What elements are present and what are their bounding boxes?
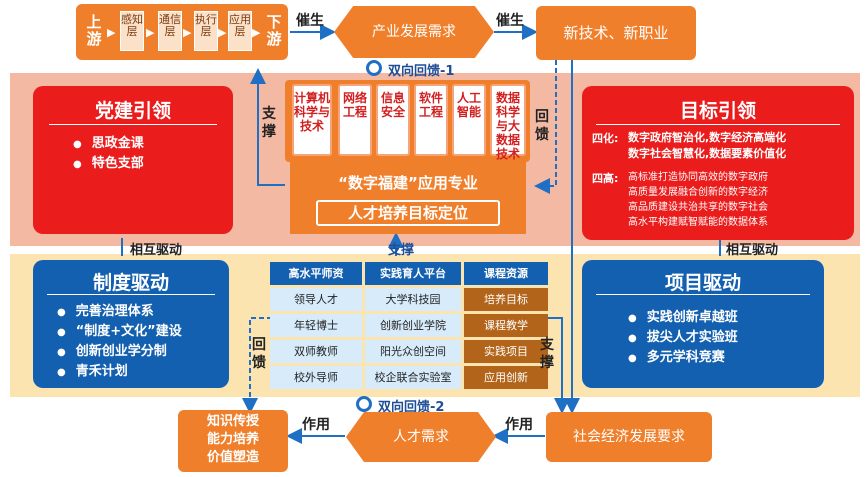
table-cell: 大学科技园 [365, 288, 461, 311]
upstream-label: 上游 [86, 13, 102, 48]
arrow-icon: ▶ [146, 26, 155, 39]
list-item: 思政金课 [73, 134, 144, 154]
text-line: 价值塑造 [206, 450, 259, 465]
industry-demand: 产业发展需求 [334, 6, 494, 58]
layer-execution: 执行层 [194, 11, 218, 51]
table-cell: 年轻博士 [270, 314, 362, 337]
list-item: 实践创新卓越班 [628, 308, 738, 328]
course-data-science: 数据科学与大数据技术 [490, 84, 526, 161]
target-title: 目标引领 [679, 100, 756, 122]
arrow-icon: ▶ [183, 26, 192, 39]
project-panel: 项目驱动 实践创新卓越班 拔尖人才实验班 多元学科竞赛 [582, 260, 824, 388]
arrow-icon: ▶ [107, 26, 116, 39]
arrow-icon: ▶ [218, 26, 227, 39]
table-cell: 培养目标 [464, 288, 548, 311]
course-ai: 人工智能 [452, 84, 486, 156]
course-security: 信息安全 [376, 84, 410, 156]
talent-demand: 人才需求 [346, 412, 496, 462]
support-left: 支撑 [262, 106, 276, 140]
course-cs: 计算机科学与技术 [292, 84, 332, 156]
cycle-icon [356, 396, 372, 412]
table-cell: 双师教师 [270, 340, 362, 363]
four-high-lines: 高标准打造协同高效的数字政府 高质量发展融合创新的数字经济 高品质建设共治共享的… [628, 170, 768, 230]
divider [596, 294, 810, 295]
divider [47, 294, 215, 295]
knowledge-box: 知识传授 能力培养 价值塑造 [178, 410, 288, 472]
support-right: 支撑 [540, 337, 554, 371]
mutual-drive-right: 相互驱动 [726, 243, 779, 258]
text-line: 高标准打造协同高效的数字政府 [628, 172, 768, 183]
divider [49, 124, 217, 125]
table-header: 实践育人平台 [365, 262, 461, 285]
project-title: 项目驱动 [664, 272, 741, 294]
system-list: 完善治理体系 “制度+文化”建设 创新创业学分制 青禾计划 [57, 302, 182, 382]
downstream-label: 下游 [266, 13, 282, 48]
table-cell: 创新创业学院 [365, 314, 461, 337]
major-box: “数字福建”应用专业 人才培养目标定位 [290, 162, 526, 234]
target-panel: 目标引领 四化: 数字政府智治化,数字经济高端化 数字社会智慧化,数据要素价值化… [582, 86, 854, 240]
list-item: 青禾计划 [57, 362, 182, 382]
list-item: 创新创业学分制 [57, 342, 182, 362]
upstream-downstream-box: 上游 感知层 通信层 执行层 应用层 下游 ▶ ▶ ▶ ▶ ▶ [76, 4, 288, 60]
list-item: 完善治理体系 [57, 302, 182, 322]
mutual-drive-left: 相互驱动 [130, 243, 183, 258]
text-line: 高水平构建赋智赋能的数据体系 [628, 217, 768, 228]
project-list: 实践创新卓越班 拔尖人才实验班 多元学科竞赛 [628, 308, 738, 368]
table-cell: 应用创新 [464, 366, 548, 389]
major-title: “数字福建”应用专业 [338, 174, 478, 192]
text-line: 数字社会智慧化,数据要素价值化 [628, 147, 787, 160]
table-cell: 阳光众创空间 [365, 340, 461, 363]
catalyze-label-1: 催生 [296, 13, 324, 29]
effect-label-2: 作用 [505, 417, 533, 433]
goal-box: 人才培养目标定位 [316, 200, 500, 226]
resource-table: 高水平师资 实践育人平台 课程资源 领导人才 大学科技园 培养目标 年轻博士 创… [270, 262, 548, 389]
feedback-left: 回馈 [252, 337, 266, 371]
course-network: 网络工程 [338, 84, 372, 156]
list-item: 拔尖人才实验班 [628, 328, 738, 348]
text-line: 高质量发展融合创新的数字经济 [628, 187, 768, 198]
four-high-label: 四高: [592, 172, 619, 185]
new-tech-jobs-box: 新技术、新职业 [536, 6, 696, 60]
list-item: 特色支部 [73, 154, 144, 174]
support-center: 支撑 [388, 243, 415, 258]
four-transform-lines: 数字政府智治化,数字经济高端化 数字社会智慧化,数据要素价值化 [628, 130, 786, 162]
table-cell: 课程教学 [464, 314, 548, 337]
text-line: 知识传授 [206, 414, 259, 429]
feedback-bottom: 双向回馈-2 [378, 400, 445, 415]
party-list: 思政金课 特色支部 [73, 134, 144, 174]
feedback-top: 双向回馈-1 [388, 64, 455, 79]
table-cell: 校企联合实验室 [365, 366, 461, 389]
text-line: 数字政府智治化,数字经济高端化 [628, 131, 787, 144]
list-item: 多元学科竞赛 [628, 348, 738, 368]
table-cell: 实践项目 [464, 340, 548, 363]
party-panel: 党建引领 思政金课 特色支部 [33, 86, 233, 234]
system-panel: 制度驱动 完善治理体系 “制度+文化”建设 创新创业学分制 青禾计划 [33, 260, 229, 388]
table-cell: 校外导师 [270, 366, 362, 389]
four-transform-label: 四化: [592, 132, 619, 145]
layer-communication: 通信层 [158, 11, 182, 51]
layer-application: 应用层 [228, 11, 252, 51]
cycle-icon [366, 60, 382, 76]
socio-demand-box: 社会经济发展要求 [546, 412, 712, 462]
arrow-icon: ▶ [252, 26, 261, 39]
course-software: 软件工程 [414, 84, 448, 156]
text-line: 能力培养 [206, 432, 259, 447]
layer-sense: 感知层 [120, 11, 144, 51]
feedback-right: 回馈 [535, 109, 549, 143]
table-header: 高水平师资 [270, 262, 362, 285]
list-item: “制度+文化”建设 [57, 322, 182, 342]
divider [596, 124, 840, 125]
catalyze-label-2: 催生 [496, 13, 524, 29]
party-title: 党建引领 [94, 100, 171, 122]
system-title: 制度驱动 [92, 272, 169, 294]
effect-label-1: 作用 [302, 417, 330, 433]
text-line: 高品质建设共治共享的数字社会 [628, 202, 768, 213]
table-header: 课程资源 [464, 262, 548, 285]
table-cell: 领导人才 [270, 288, 362, 311]
